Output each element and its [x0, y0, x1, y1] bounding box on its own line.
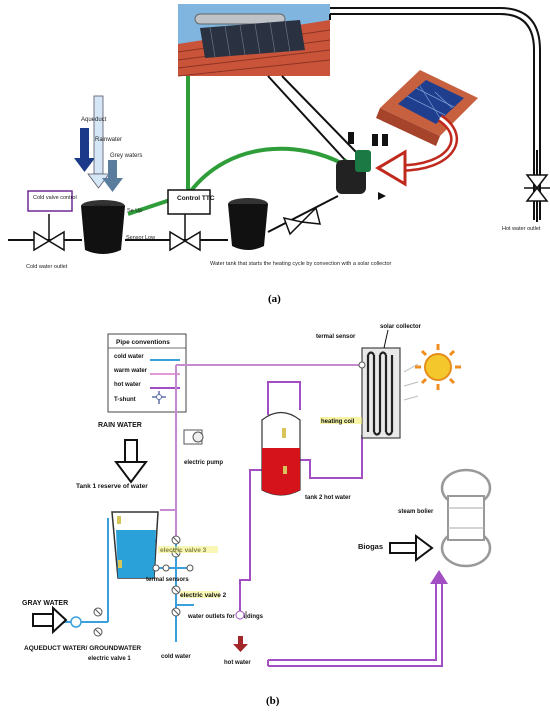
aqueduct-label: Aqueduct [81, 117, 107, 123]
panel-a: Hot water outlet Cold valve control Cold… [8, 4, 550, 305]
cold-water-label: cold water [161, 654, 191, 660]
tank2-label: tank 2 hot water [305, 495, 351, 501]
tank-2 [261, 411, 301, 496]
green-control-lines [127, 76, 346, 216]
electric-pump-label: electric pump [184, 460, 223, 466]
boiler-return-arrowhead [430, 570, 448, 584]
rain-water-label: RAIN WATER [98, 422, 142, 429]
biogas-label: Biogas [358, 542, 383, 551]
caption-b: (b) [266, 695, 280, 707]
sensor-low-label: Sensor Low [126, 235, 155, 241]
electric-valve-2-label: electric valve 2 [180, 592, 227, 599]
legend-cold-label: cold water [114, 354, 144, 360]
tank-note-label: Water tank that starts the heating cycle… [210, 261, 392, 267]
control-ttc-label: Control TTC [177, 195, 215, 202]
tank-1 [111, 511, 159, 579]
red-heat-arrow [375, 114, 459, 187]
gray-water-arrow [32, 605, 68, 635]
panel-b: Pipe conventions cold water warm water h… [22, 324, 492, 707]
rainwater-arrow [87, 95, 110, 189]
legend-hot-label: hot water [114, 382, 141, 388]
black-tank-2 [228, 198, 268, 250]
pump-inlet-valve [282, 206, 321, 236]
cold-water-outlet-label: Cold water outlet [26, 264, 68, 270]
aqueduct-water-label: AQUEDUCT WATER/ GROUNDWATER [24, 645, 141, 652]
electric-valve-1-label: electric valve 1 [88, 656, 131, 662]
t-shunt-icon [152, 391, 166, 404]
valve3-highlight [158, 546, 218, 553]
electric-valve-1 [70, 607, 103, 637]
termal-sensor-label: termal sensor [316, 334, 356, 340]
biogas-arrow [389, 534, 434, 562]
legend-tshunt-label: T-shunt [114, 397, 136, 403]
electric-pump [183, 429, 204, 445]
hot-water-label: hot water [224, 660, 251, 666]
heating-coil-highlight [320, 417, 362, 424]
solar-collector-label: solar collector [380, 324, 422, 330]
pipe-legend: Pipe conventions cold water warm water h… [107, 333, 187, 413]
legend-title: Pipe conventions [116, 339, 170, 346]
grey-waters-arrow [102, 160, 123, 192]
water-outlets-label: water outlets for buildings [187, 614, 264, 620]
cold-valve-control-label: Cold valve control [33, 195, 77, 201]
hot-water-loop-pipe [329, 7, 541, 220]
grey-waters-label: Grey waters [110, 153, 142, 159]
hot-pipes [239, 381, 363, 615]
roof-solar-heater [177, 4, 331, 77]
electric-valve-2 [171, 585, 181, 617]
termal-sensors-label: termal sensors [146, 577, 189, 583]
tank1-label: Tank 1 reserve of water [76, 483, 148, 490]
control-valve [169, 214, 201, 252]
rainwater-label: Rainwater [95, 137, 122, 143]
control-ttc-box [167, 189, 211, 215]
solar-collector [358, 347, 401, 439]
sun-icon [403, 344, 461, 401]
cold-water-valve [33, 214, 65, 252]
steam-boiler [440, 468, 492, 568]
tshunt-valves-row [152, 564, 194, 572]
cold-valve-control-box [27, 190, 73, 212]
black-tank-1: WATERTANK [81, 200, 125, 254]
boiler-return-pipe [267, 582, 443, 667]
steam-boiler-label: steam bolier [398, 509, 434, 515]
sensor-up-label: Se Up [127, 208, 142, 214]
pipes-roof-to-pump [267, 75, 357, 161]
svg-text:WATERTANK: WATERTANK [93, 203, 111, 207]
legend-warm-label: warm water [113, 368, 148, 374]
hot-water-outlet-label: Hot water outlet [502, 226, 541, 232]
aqueduct-arrow [74, 128, 95, 172]
gray-water-label: GRAY WATER [22, 600, 68, 607]
hot-water-valve [524, 150, 550, 222]
heating-coil-label: heating coil [321, 419, 355, 425]
roof-pv-panels [376, 70, 478, 146]
hot-water-outlet-valve [233, 610, 248, 652]
circulation-pump [336, 132, 388, 200]
caption-a: (a) [268, 293, 281, 305]
rain-water-arrow [114, 439, 148, 484]
valve2-highlight [180, 591, 220, 598]
